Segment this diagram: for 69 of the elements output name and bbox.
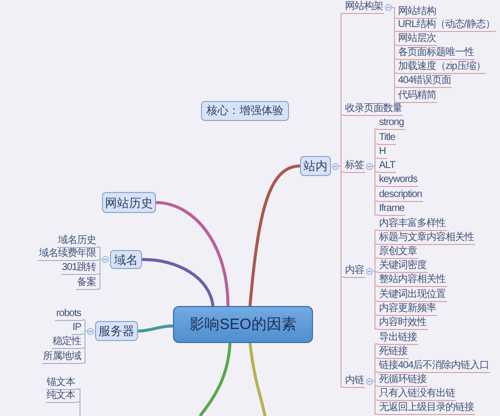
connector-line (96, 259, 102, 290)
subtopic-label: 域名续费年限 (38, 248, 97, 260)
subtopic-label: 死循环链接 (378, 374, 428, 386)
subtopic-label: 网站结构 (397, 6, 437, 18)
subtopic-label: 备案 (76, 276, 97, 290)
subtopic-label: 代码精简 (397, 90, 437, 102)
connector-line (372, 258, 378, 272)
connector-line (392, 7, 398, 102)
subtopic-label: 无返回上级目录的链接 (378, 402, 475, 414)
topic-box: 服务器 (95, 321, 138, 341)
subtopic-label: Iframe (378, 202, 406, 216)
subtopic-label: 内容更新频率 (378, 302, 437, 316)
subtopic-label: 收录页面数量 (344, 102, 403, 116)
floating-topic-box: 核心：增强体验 (201, 101, 289, 121)
connector-line (372, 166, 378, 216)
subtopic-label: keywords (378, 174, 418, 186)
subtopic-label: 内容 (344, 264, 365, 278)
subtopic-label: 内链 (344, 374, 365, 388)
subtopic-label: ALT (378, 160, 396, 172)
branch-line (138, 324, 174, 332)
subtopic-label: 所属地域 (42, 350, 82, 364)
subtopic-label: Title (378, 132, 396, 144)
subtopic-label: 404错误页面 (397, 74, 452, 88)
subtopic-label: 域名历史 (57, 234, 97, 248)
connector-line (338, 114, 344, 166)
subtopic-label: 关键词密度 (378, 260, 428, 272)
subtopic-label: IP (72, 322, 82, 334)
connector-line (372, 158, 378, 166)
subtopic-label: 锚文本 (46, 376, 76, 390)
connector-line (372, 380, 378, 414)
branch-line (248, 342, 266, 416)
subtopic-label: 死链接 (378, 346, 408, 358)
connector-line (82, 330, 88, 364)
branch-line (248, 164, 300, 306)
connector-line (338, 166, 344, 388)
subtopic-label: H (378, 146, 387, 158)
subtopic-label: 关键词出现位置 (378, 288, 446, 302)
subtopic-label: robots (55, 308, 82, 320)
subtopic-label: 网站层次 (397, 32, 437, 46)
subtopic-label: 301跳转 (60, 262, 97, 274)
central-topic-box: 影响SEO的因素 (173, 306, 313, 343)
subtopic-label: 网站构架 (344, 1, 384, 14)
connector-line (372, 270, 378, 330)
subtopic-label: 稳定性 (52, 336, 82, 348)
connector-line (372, 372, 378, 382)
subtopic-label: 只有入链没有出链 (378, 388, 456, 400)
subtopic-label: 链接404后不消除内链入口 (378, 360, 490, 372)
subtopic-label: 导出链接 (378, 332, 418, 344)
connector-line (76, 402, 80, 416)
branch-line (156, 201, 230, 306)
subtopic-label: 内容时效性 (378, 316, 428, 330)
subtopic-label: 原创文章 (378, 246, 418, 258)
subtopic-label: strong (378, 116, 405, 130)
topic-box: 站内 (300, 156, 331, 176)
subtopic-label: URL结构（动态/静态） (397, 19, 496, 32)
subtopic-label: 标签 (344, 160, 365, 172)
subtopic-label: 内容丰富多样性 (378, 218, 446, 230)
connector-line (96, 246, 102, 260)
subtopic-label: 各页面标题唯一性 (397, 46, 475, 60)
subtopic-label: 纯文本 (46, 390, 76, 402)
branch-line (198, 342, 232, 416)
topic-box: 域名 (110, 250, 142, 269)
topic-box: 网站历史 (102, 192, 156, 213)
subtopic-label: 整站内容相关性 (378, 274, 446, 286)
connector-line (82, 320, 88, 332)
subtopic-label: 标题与文章内容相关性 (378, 232, 475, 244)
subtopic-label: 加载速度（zip压缩） (397, 60, 486, 74)
subtopic-label: description (378, 188, 423, 202)
branch-line (142, 258, 214, 306)
